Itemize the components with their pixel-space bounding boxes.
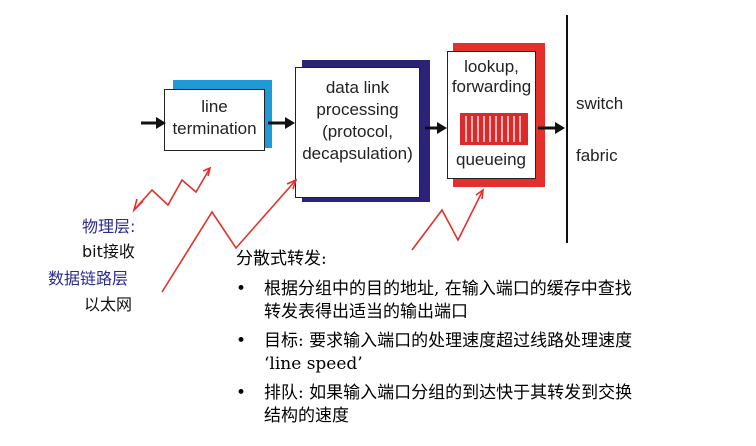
queue-graphic (460, 113, 528, 145)
fabric-label: fabric (576, 146, 618, 165)
bullet-line: 目标: 要求输入端口的处理速度超过线路处理速度 (264, 331, 633, 351)
squiggle-physical (132, 166, 212, 213)
line-termination-label: line termination (172, 97, 257, 138)
ethernet-label: 以太网 (84, 295, 133, 314)
bullet-line: 排队: 如果输入端口分组的到达快于其转发到交换 (264, 383, 633, 403)
bit-receive-label: bit接收 (82, 242, 135, 261)
input-arrow (141, 117, 166, 129)
bullet-line: 结构的速度 (264, 406, 349, 426)
datalink-layer-label: 数据链路层 (48, 269, 129, 288)
queueing-label: queueing (456, 150, 526, 169)
data-link-box: data link processing (protocol, decapsul… (295, 67, 420, 198)
data-link-label: data link processing (protocol, decapsul… (302, 78, 413, 163)
bullet-dot: • (236, 279, 247, 299)
bullet-dot: • (236, 331, 247, 351)
arrow-to-switch (538, 122, 565, 134)
arrow-to-datalink (268, 117, 295, 129)
forwarding-heading: 分散式转发: (236, 249, 327, 269)
squiggle-forwarding (411, 188, 484, 251)
bullet-line: 转发表得出适当的输出端口 (264, 302, 468, 322)
lookup-label: lookup, forwarding (451, 57, 532, 96)
bullet-line: 根据分组中的目的地址, 在输入端口的缓存中查找 (264, 279, 632, 299)
bullet-line: ‘line speed’ (264, 354, 363, 374)
physical-layer-label: 物理层: (82, 217, 136, 236)
bullet-list: • 根据分组中的目的地址, 在输入端口的缓存中查找 转发表得出适当的输出端口 •… (236, 278, 751, 438)
bullet-dot: • (236, 383, 247, 403)
squiggle-datalink (161, 178, 298, 293)
line-termination-box: line termination (164, 89, 265, 151)
arrow-to-lookup (425, 122, 447, 134)
switch-label: switch (576, 94, 624, 113)
